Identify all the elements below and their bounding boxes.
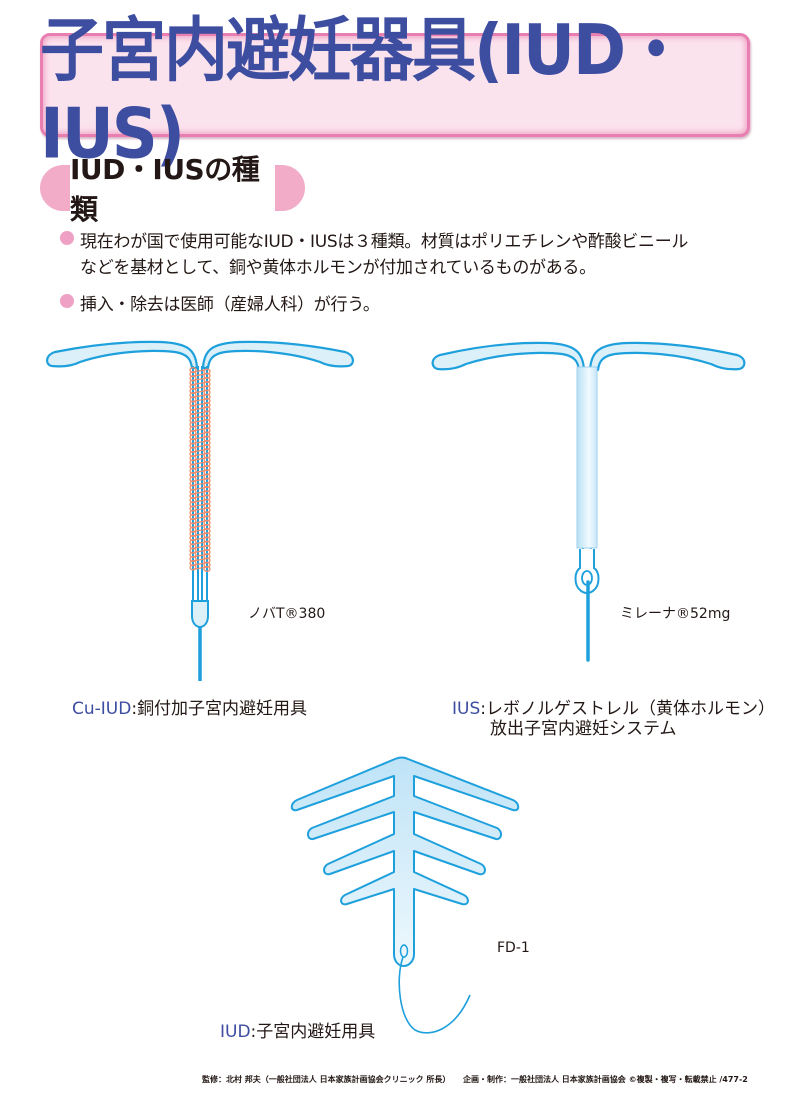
title-banner — [40, 33, 750, 137]
caption-ius-line-2: 放出子宮内避妊システム — [490, 719, 677, 739]
caption-ius: IUS:レボノルゲストレル（黄体ホルモン） — [452, 699, 775, 719]
bullet-2-line-1: 挿入・除去は医師（産婦人科）が行う。 — [80, 295, 380, 315]
caption-code: IUD — [220, 1022, 251, 1042]
footer-producer: 企画・制作：一般社団法人 日本家族計画協会 ©複製・複写・転載禁止 /477-2 — [463, 1075, 748, 1084]
caption-cu-iud: Cu-IUD:銅付加子宮内避妊用具 — [72, 699, 308, 719]
caption-code: Cu-IUD — [72, 699, 132, 719]
product-label-fd-1: FD-1 — [497, 940, 530, 956]
caption-description: 銅付加子宮内避妊用具 — [137, 699, 308, 719]
caption-description: レボノルゲストレル（黄体ホルモン） — [485, 699, 775, 719]
bullet-dot-icon — [60, 231, 74, 245]
product-label-mirena: ミレーナ®52mg — [620, 606, 731, 622]
footer-supervisor: 監修：北村 邦夫（一般社団法人 日本家族計画協会クリニック 所長） — [202, 1075, 451, 1084]
caption-code: IUS — [452, 699, 481, 719]
caption-iud: IUD:子宮内避妊用具 — [220, 1022, 376, 1042]
bullet-1-line-2: などを基材として、銅や黄体ホルモンが付加されているものがある。 — [80, 258, 596, 278]
caption-description: 子宮内避妊用具 — [256, 1022, 376, 1042]
product-label-nova-t: ノバT®380 — [248, 606, 326, 622]
section-heading-left-accent — [40, 165, 70, 211]
bullet-1-line-1: 現在わが国で使用可能なIUD・IUSは３種類。材質はポリエチレンや酢酸ビニール — [80, 232, 689, 252]
bullet-dot-icon — [60, 294, 74, 308]
